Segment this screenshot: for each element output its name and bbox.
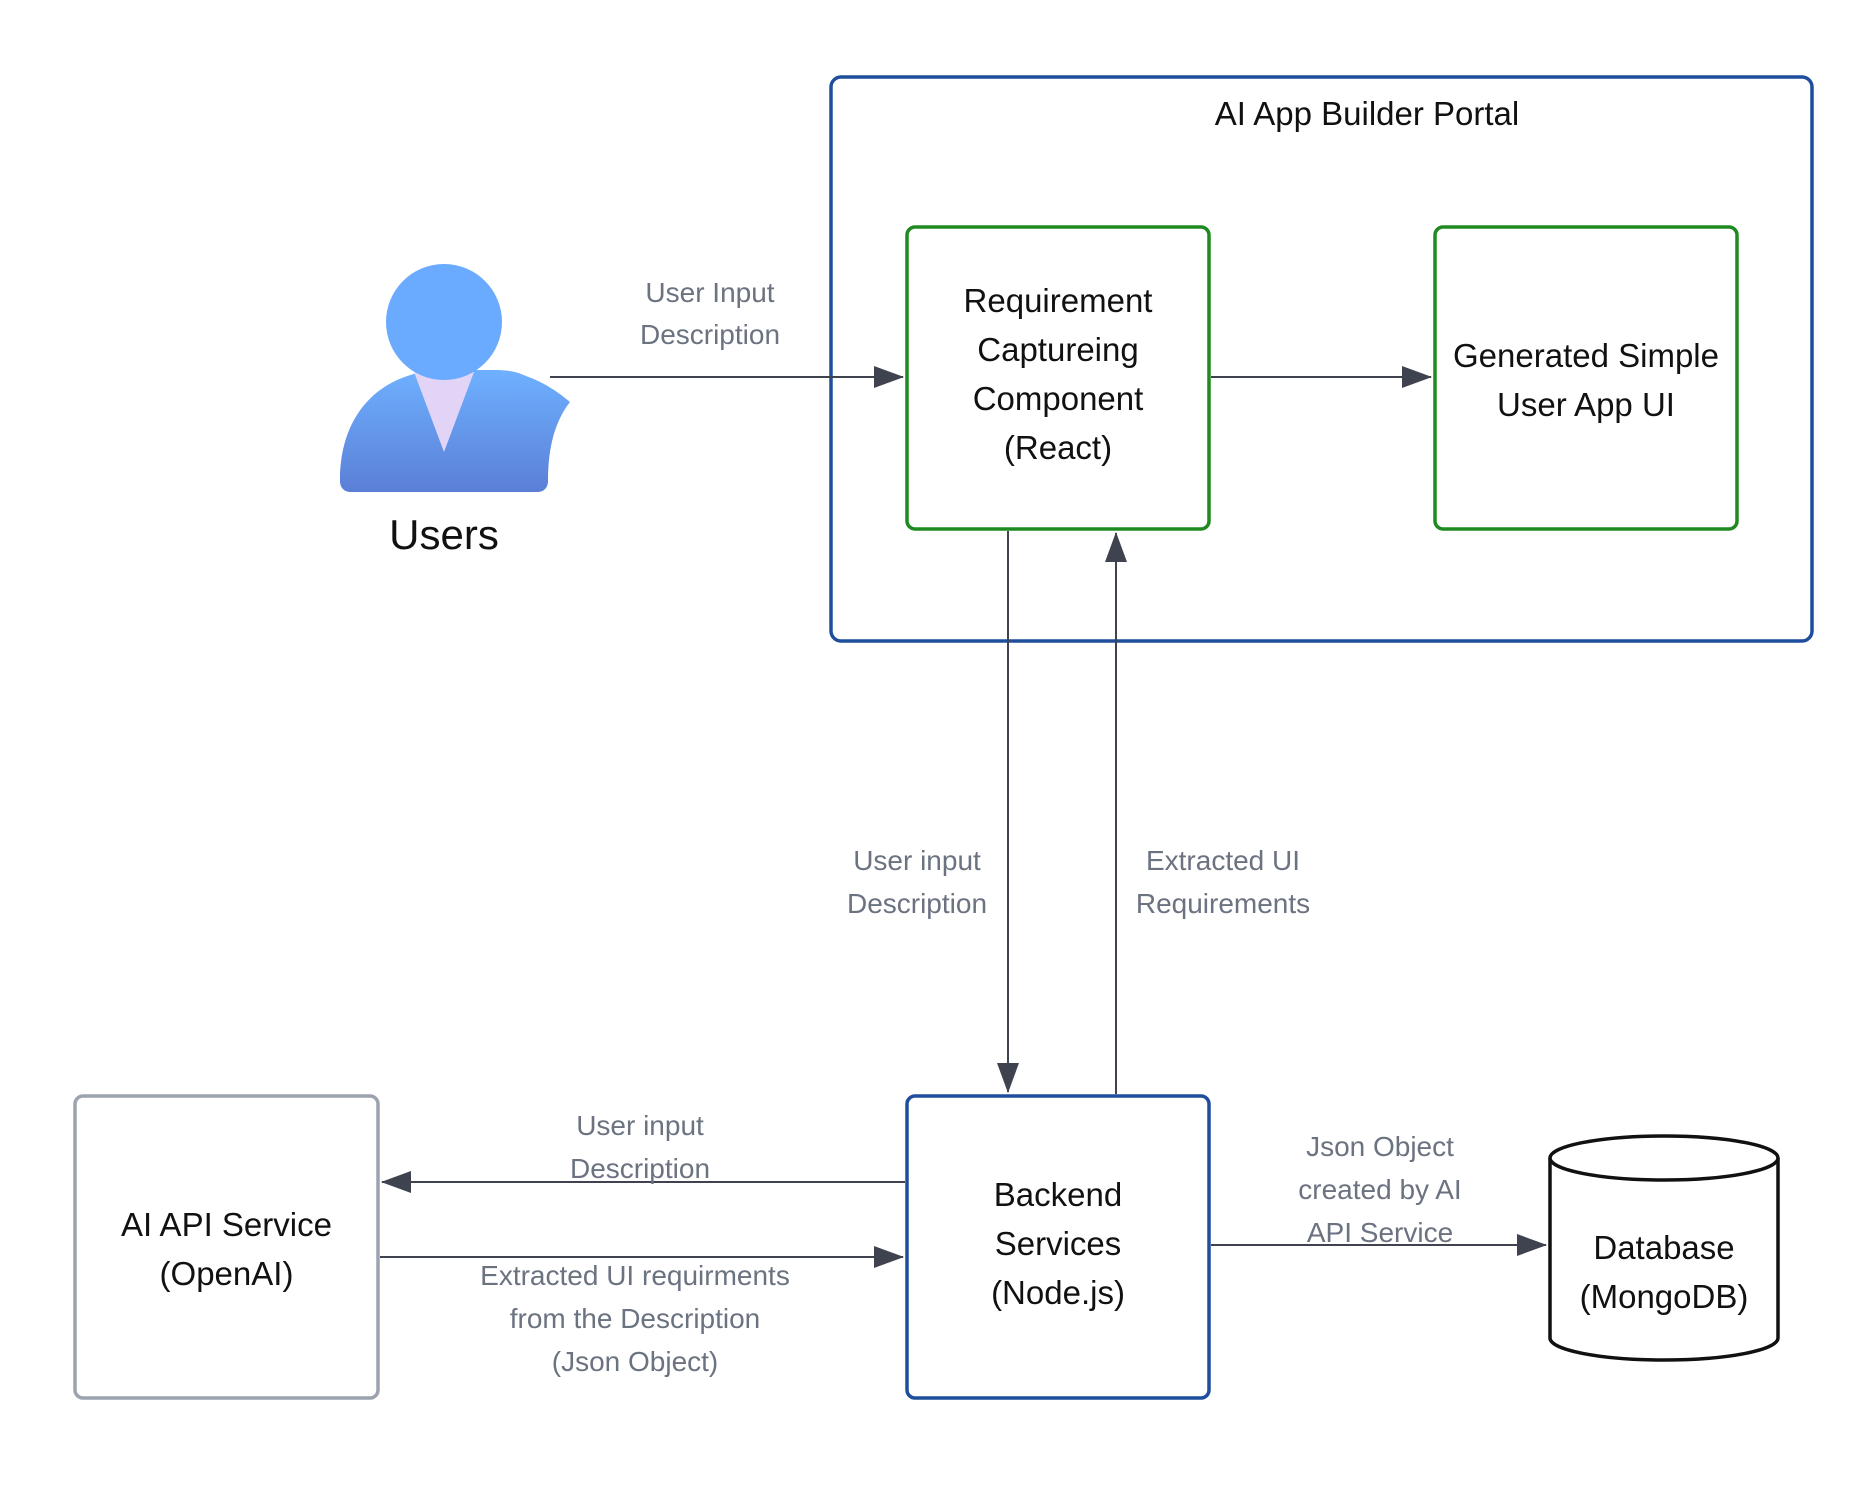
database-cylinder[interactable] [1548,1134,1780,1362]
edge-user-req-line-1: User Input [645,277,775,308]
ai-api-service-label: AI API Service (OpenAI) [75,1200,378,1298]
edge-backend-ai-line-2: Description [569,1153,711,1184]
portal-title: AI App Builder Portal [1214,95,1520,132]
edge-label-backend-to-database: Json Object created by AI API Service [1260,1125,1500,1254]
edge-label-ai-to-backend: Extracted UI requirments from the Descri… [450,1254,820,1383]
requirement-line-3: Component [972,380,1144,417]
edge-backend-db-line-1: Json Object [1306,1131,1454,1162]
ai-line-1: AI API Service [121,1206,332,1243]
requirement-line-4: (React) [1003,429,1113,466]
requirement-component-label: Requirement Captureing Component (React) [907,276,1209,472]
requirement-component-box[interactable] [905,225,1211,531]
requirement-line-2: Captureing [977,331,1139,368]
edge-label-requirement-to-backend: User input Description [812,839,1022,925]
generated-ui-box[interactable] [1433,225,1739,531]
generated-ui-label: Generated Simple User App UI [1435,331,1737,429]
requirement-line-1: Requirement [963,282,1153,319]
edge-req-backend-line-2: Description [846,888,988,919]
edge-user-req-line-2: Description [639,319,781,350]
edge-label-backend-to-ai: User input Description [530,1104,750,1190]
backend-line-3: (Node.js) [991,1274,1125,1311]
edge-ai-backend-line-2: from the Description [509,1303,761,1334]
edge-label-backend-to-requirement: Extracted UI Requirements [1108,839,1338,925]
user-icon [340,264,570,492]
edge-backend-db-line-2: created by AI [1298,1174,1462,1205]
edge-backend-db-line-3: API Service [1306,1217,1454,1248]
portal-container [829,75,1814,643]
generated-line-1: Generated Simple [1453,337,1719,374]
backend-services-label: Backend Services (Node.js) [907,1170,1209,1317]
ai-line-2: (OpenAI) [159,1255,294,1292]
edge-backend-req-line-1: Extracted UI [1145,845,1301,876]
database-line-1: Database [1593,1229,1735,1266]
generated-line-2: User App UI [1497,386,1675,423]
users-label: Users [389,511,499,558]
edge-label-user-to-requirement: User Input Description [590,272,830,356]
edge-backend-req-line-2: Requirements [1135,888,1311,919]
ai-api-service-box[interactable] [73,1094,380,1400]
edge-backend-ai-line-1: User input [576,1110,704,1141]
database-line-2: (MongoDB) [1579,1278,1749,1315]
edge-req-backend-line-1: User input [853,845,981,876]
backend-line-2: Services [994,1225,1122,1262]
edge-ai-backend-line-1: Extracted UI requirments [480,1260,790,1291]
database-label: Database (MongoDB) [1550,1223,1778,1321]
edge-ai-backend-line-3: (Json Object) [551,1346,719,1377]
backend-line-1: Backend [993,1176,1123,1213]
backend-services-box[interactable] [905,1094,1211,1400]
